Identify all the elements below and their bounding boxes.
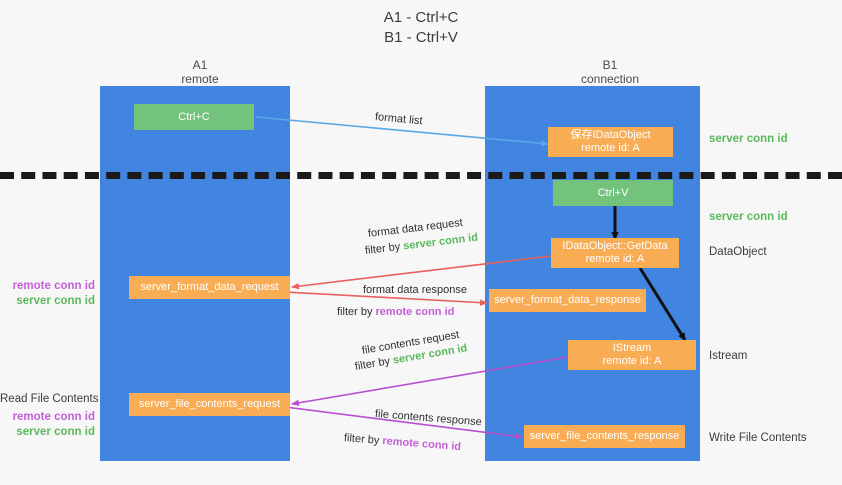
edge-label-format-list: format list [374, 111, 424, 128]
box-server-format-data-request-label: server_format_data_request [140, 281, 279, 293]
box-server-file-contents-response[interactable]: server_file_contents_response [524, 425, 685, 448]
label-server-conn-id-2: server conn id [16, 426, 95, 438]
label-write-file-contents: Write File Contents [709, 432, 807, 444]
edge-label-format-data-response-filter: filter by remote conn id [337, 306, 454, 318]
box-istream-line2: remote id: A [602, 355, 662, 367]
lane-header-b1-name: B1 [602, 58, 618, 72]
edge-label-file-contents-response-filter: filter by remote conn id [344, 432, 462, 453]
box-save-idataobject-line1: 保存IDataObject [570, 129, 651, 141]
filter-highlight-remote-conn-id: remote conn id [381, 435, 462, 454]
lane-header-b1: B1 connection [545, 58, 675, 86]
edge-label-format-data-response: format data response [363, 284, 467, 296]
label-remote-conn-id-2: remote conn id [12, 411, 95, 423]
box-server-file-contents-request[interactable]: server_file_contents_request [129, 393, 290, 416]
label-dataobject: DataObject [709, 246, 767, 258]
phase-divider [0, 172, 842, 179]
box-save-idataobject-line2: remote id: A [581, 142, 640, 154]
box-istream[interactable]: IStream remote id: A [568, 340, 696, 370]
filter-prefix: filter by [354, 354, 394, 373]
box-server-file-contents-response-label: server_file_contents_response [529, 430, 680, 442]
box-save-idataobject[interactable]: 保存IDataObject remote id: A [548, 127, 673, 157]
box-getdata-line1: IDataObject::GetData [562, 240, 668, 252]
box-server-file-contents-request-label: server_file_contents_request [138, 398, 281, 410]
box-server-format-data-response[interactable]: server_format_data_response [489, 289, 646, 312]
label-server-conn-id-mid: server conn id [709, 211, 788, 223]
label-read-file-contents: Read File Contents [0, 393, 99, 405]
label-remote-conn-id-1: remote conn id [12, 280, 95, 292]
box-ctrl-c-label: Ctrl+C [178, 110, 210, 123]
lane-header-a1: A1 remote [140, 58, 260, 86]
lane-header-b1-sub: connection [580, 72, 640, 86]
title-line-1: A1 - Ctrl+C [383, 9, 459, 26]
label-server-conn-id-1: server conn id [16, 295, 95, 307]
filter-prefix: filter by [343, 432, 383, 448]
box-ctrl-v-label: Ctrl+V [597, 186, 629, 199]
box-ctrl-c[interactable]: Ctrl+C [134, 104, 254, 130]
label-istream: Istream [709, 350, 748, 362]
box-getdata-line2: remote id: A [585, 253, 645, 265]
box-server-format-data-request[interactable]: server_format_data_request [129, 276, 290, 299]
edge-label-file-contents-response: file contents response [374, 408, 483, 429]
box-server-format-data-response-label: server_format_data_response [494, 294, 641, 306]
box-getdata[interactable]: IDataObject::GetData remote id: A [551, 238, 679, 268]
filter-highlight-remote-conn-id: remote conn id [375, 306, 455, 318]
lane-header-a1-sub: remote [181, 72, 219, 86]
box-istream-line1: IStream [612, 342, 652, 354]
page-title: A1 - Ctrl+C B1 - Ctrl+V [0, 8, 842, 48]
filter-prefix: filter by [364, 240, 404, 257]
filter-highlight-server-conn-id: server conn id [402, 231, 479, 253]
box-ctrl-v[interactable]: Ctrl+V [553, 180, 673, 206]
title-line-2: B1 - Ctrl+V [384, 29, 458, 46]
filter-prefix: filter by [337, 306, 376, 318]
label-server-conn-id-top: server conn id [709, 133, 788, 145]
lane-header-a1-name: A1 [192, 58, 208, 72]
